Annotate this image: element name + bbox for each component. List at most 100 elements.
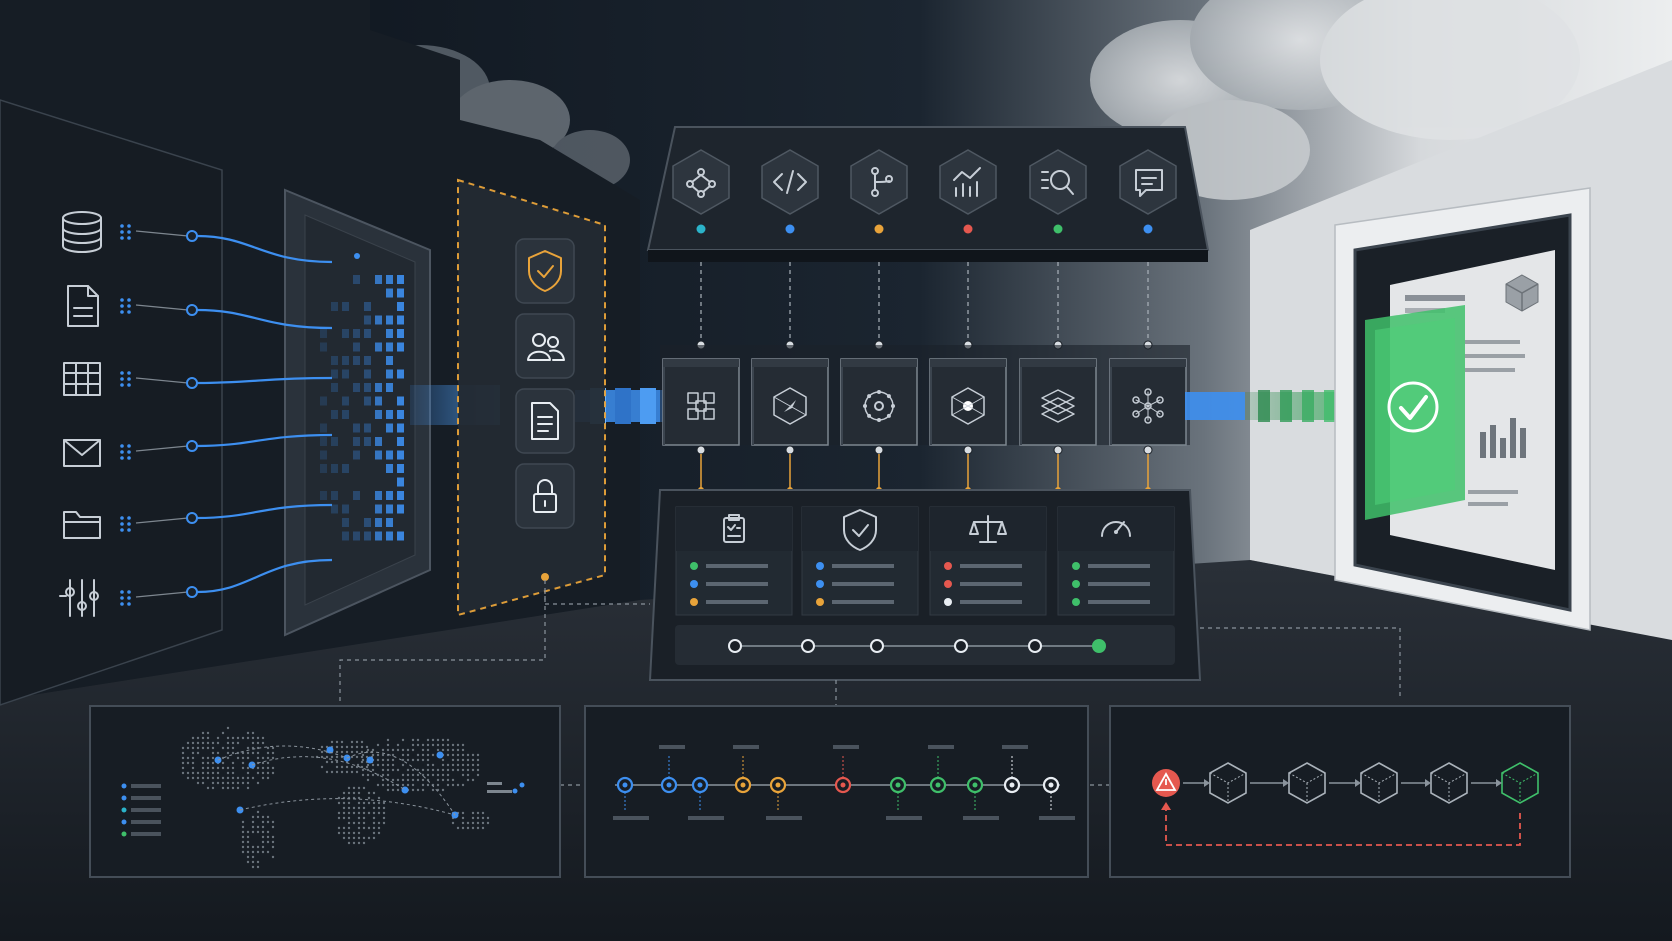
metric-status-dot — [1072, 580, 1080, 588]
metric-status-dot — [944, 580, 952, 588]
grid-cell — [386, 383, 393, 392]
grid-cell — [342, 329, 349, 338]
grid-cell — [320, 464, 327, 473]
grid-cell — [386, 505, 393, 514]
processing-cube — [663, 359, 739, 445]
grid-cell — [397, 437, 404, 446]
grid-cell — [342, 356, 349, 365]
evaluation-column — [802, 507, 918, 615]
source-node — [187, 231, 197, 241]
grid-cell — [342, 464, 349, 473]
metric-status-dot — [690, 580, 698, 588]
metric-status-dot — [944, 562, 952, 570]
processing-cube — [752, 359, 828, 445]
grid-cell — [364, 424, 371, 433]
grid-cell — [375, 437, 382, 446]
source-node — [187, 305, 197, 315]
grid-cell — [397, 343, 404, 352]
grid-cell — [397, 289, 404, 298]
grid-cell — [397, 397, 404, 406]
source-node — [187, 441, 197, 451]
tool-status-dot — [786, 225, 795, 234]
grid-cell — [397, 316, 404, 325]
grid-cell — [331, 491, 338, 500]
grid-cell — [331, 464, 338, 473]
grid-cell — [386, 316, 393, 325]
grid-cell — [375, 275, 382, 284]
evaluation-column — [1058, 507, 1174, 615]
processing-cube — [841, 359, 917, 445]
tool-status-dot — [964, 225, 973, 234]
timeline-node — [871, 640, 883, 652]
grid-cell — [342, 302, 349, 311]
grid-cell — [353, 424, 360, 433]
grid-cell — [331, 383, 338, 392]
grid-cell — [397, 275, 404, 284]
source-node — [187, 587, 197, 597]
grid-cell — [320, 397, 327, 406]
grid-cell — [364, 356, 371, 365]
grid-cell — [375, 518, 382, 527]
map-location-pin — [402, 787, 409, 794]
grid-cell — [353, 532, 360, 541]
grid-cell — [353, 451, 360, 460]
governance-tile — [516, 464, 574, 528]
grid-cell — [386, 532, 393, 541]
map-location-pin — [437, 752, 444, 759]
grid-cell — [353, 437, 360, 446]
grid-cell — [364, 370, 371, 379]
evaluation-column — [676, 507, 792, 615]
grid-cell — [386, 356, 393, 365]
grid-cell — [386, 329, 393, 338]
grid-cell — [342, 518, 349, 527]
processing-cube — [1110, 359, 1186, 445]
grid-cell — [386, 491, 393, 500]
grid-cell — [320, 491, 327, 500]
grid-cell — [397, 451, 404, 460]
processing-cube — [1020, 359, 1096, 445]
grid-cell — [353, 275, 360, 284]
grid-cell — [375, 316, 382, 325]
tool-status-dot — [875, 225, 884, 234]
grid-cell — [342, 397, 349, 406]
grid-cell — [397, 478, 404, 487]
grid-cell — [375, 532, 382, 541]
grid-cell — [364, 532, 371, 541]
grid-cell — [364, 383, 371, 392]
grid-cell — [386, 289, 393, 298]
grid-cell — [353, 491, 360, 500]
data-sources-panel — [0, 100, 222, 705]
metric-status-dot — [816, 562, 824, 570]
timeline-node — [802, 640, 814, 652]
source-node — [187, 513, 197, 523]
grid-cell — [331, 505, 338, 514]
metric-status-dot — [816, 580, 824, 588]
metric-status-dot — [1072, 598, 1080, 606]
grid-cell — [331, 302, 338, 311]
grid-cell — [342, 532, 349, 541]
governance-tile — [516, 389, 574, 453]
output-panel — [1335, 188, 1590, 630]
grid-cell — [386, 518, 393, 527]
grid-cell — [331, 370, 338, 379]
grid-cell — [320, 424, 327, 433]
grid-cell — [320, 329, 327, 338]
grid-cell — [375, 383, 382, 392]
evaluation-panel — [650, 490, 1200, 680]
ingestion-grid-panel — [285, 190, 430, 635]
grid-cell — [353, 383, 360, 392]
map-location-pin — [367, 757, 374, 764]
timeline-node — [1093, 640, 1105, 652]
grid-cell — [375, 410, 382, 419]
grid-cell — [364, 316, 371, 325]
grid-cell — [397, 370, 404, 379]
grid-cell — [397, 464, 404, 473]
governance-layer-panel — [458, 180, 605, 615]
grid-cell — [375, 451, 382, 460]
grid-cell — [386, 275, 393, 284]
recovery-loop-panel — [1110, 706, 1570, 877]
grid-cell — [353, 329, 360, 338]
metric-status-dot — [1072, 562, 1080, 570]
grid-cell — [364, 397, 371, 406]
metric-status-dot — [944, 598, 952, 606]
